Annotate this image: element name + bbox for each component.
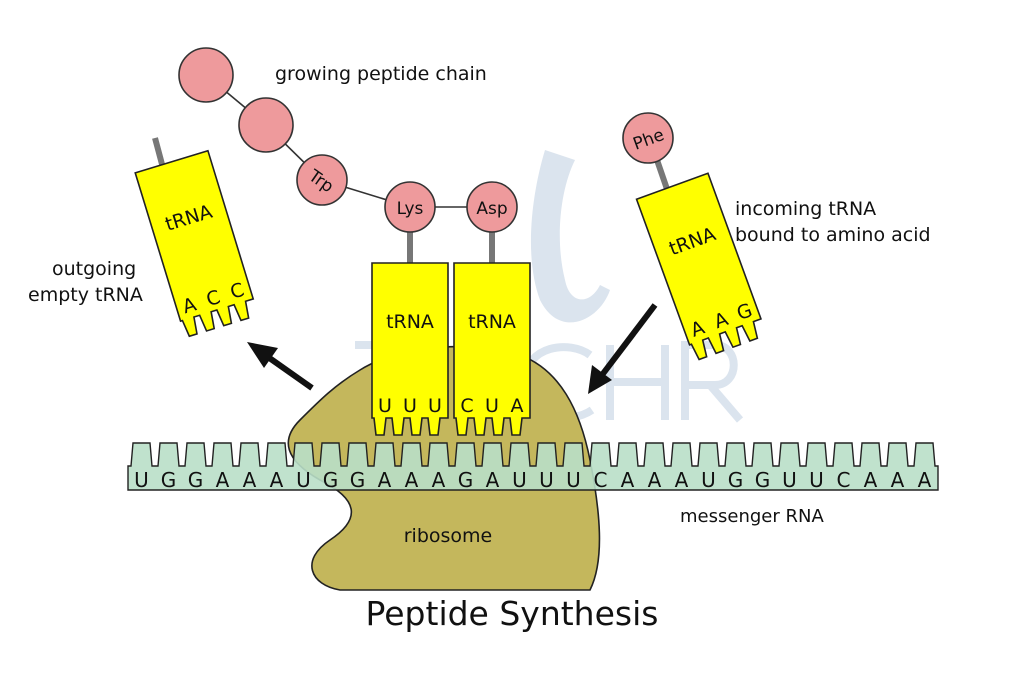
anticodon-base: U xyxy=(485,395,499,417)
trna-body xyxy=(453,262,531,436)
mrna-base: G xyxy=(323,468,339,492)
amino-acid-2 xyxy=(238,97,294,153)
mrna-base: U xyxy=(134,468,149,492)
mrna-base: U xyxy=(539,468,554,492)
mrna-base: C xyxy=(594,468,608,492)
mrna-backbone xyxy=(127,442,939,491)
amino-acid-lys: Lys xyxy=(384,181,436,233)
mrna-base: U xyxy=(296,468,311,492)
mrna-base: G xyxy=(755,468,771,492)
anticodon-base: U xyxy=(403,395,417,417)
mrna-base: U xyxy=(701,468,716,492)
amino-acid-asp: Asp xyxy=(466,181,518,233)
anticodon-base: U xyxy=(378,395,392,417)
mrna-base: A xyxy=(864,468,878,492)
mrna-base: A xyxy=(918,468,932,492)
trna-label: tRNA xyxy=(468,311,516,333)
anticodon-base: G xyxy=(734,299,755,325)
incoming-label-2: bound to amino acid xyxy=(735,224,931,246)
outgoing-arrow xyxy=(247,342,314,391)
trna-label: tRNA xyxy=(386,311,434,333)
mrna-base: A xyxy=(486,468,500,492)
mrna-base: C xyxy=(837,468,851,492)
amino-acid-trp: Trp xyxy=(296,154,348,206)
incoming-label-1: incoming tRNA xyxy=(735,198,876,220)
trna-body xyxy=(371,262,449,436)
growing-chain-label: growing peptide chain xyxy=(275,63,487,85)
mrna-base: A xyxy=(216,468,230,492)
trna-body xyxy=(635,172,762,361)
peptide-chain: Trp Lys Asp xyxy=(178,47,518,233)
mrna-base: G xyxy=(350,468,366,492)
mrna-base: G xyxy=(161,468,177,492)
amino-acid-phe: Phe xyxy=(622,112,674,164)
anticodon-base: C xyxy=(204,286,223,311)
mrna-base: A xyxy=(432,468,446,492)
amino-acid-label: Lys xyxy=(397,199,424,219)
mrna-label: messenger RNA xyxy=(680,506,824,527)
mrna-base: A xyxy=(675,468,689,492)
mrna-base: A xyxy=(243,468,257,492)
mrna-base: U xyxy=(782,468,797,492)
anticodon-base: A xyxy=(511,395,524,417)
mrna-base: G xyxy=(188,468,204,492)
mrna-base: A xyxy=(648,468,662,492)
anticodon-base: A xyxy=(180,293,199,318)
amino-acid-label: Asp xyxy=(476,199,507,219)
outgoing-label-2: empty tRNA xyxy=(28,284,143,306)
mrna-base: U xyxy=(512,468,527,492)
mrna-base: G xyxy=(458,468,474,492)
anticodon-base: C xyxy=(460,395,473,417)
incoming-arrow xyxy=(588,303,658,394)
trna-body xyxy=(134,149,255,338)
anticodon-base: U xyxy=(428,395,442,417)
mrna-base: A xyxy=(378,468,392,492)
mrna-base: A xyxy=(405,468,419,492)
amino-acid-1 xyxy=(178,47,234,103)
ribosome-label: ribosome xyxy=(404,525,493,547)
outgoing-label-1: outgoing xyxy=(52,258,136,280)
mrna-base: G xyxy=(728,468,744,492)
mrna-base: U xyxy=(566,468,581,492)
mrna-base: U xyxy=(809,468,824,492)
diagram-title: Peptide Synthesis xyxy=(366,594,659,633)
mrna-base: A xyxy=(270,468,284,492)
mrna-base: A xyxy=(621,468,635,492)
anticodon-base: C xyxy=(228,279,247,304)
mrna-base: A xyxy=(891,468,905,492)
